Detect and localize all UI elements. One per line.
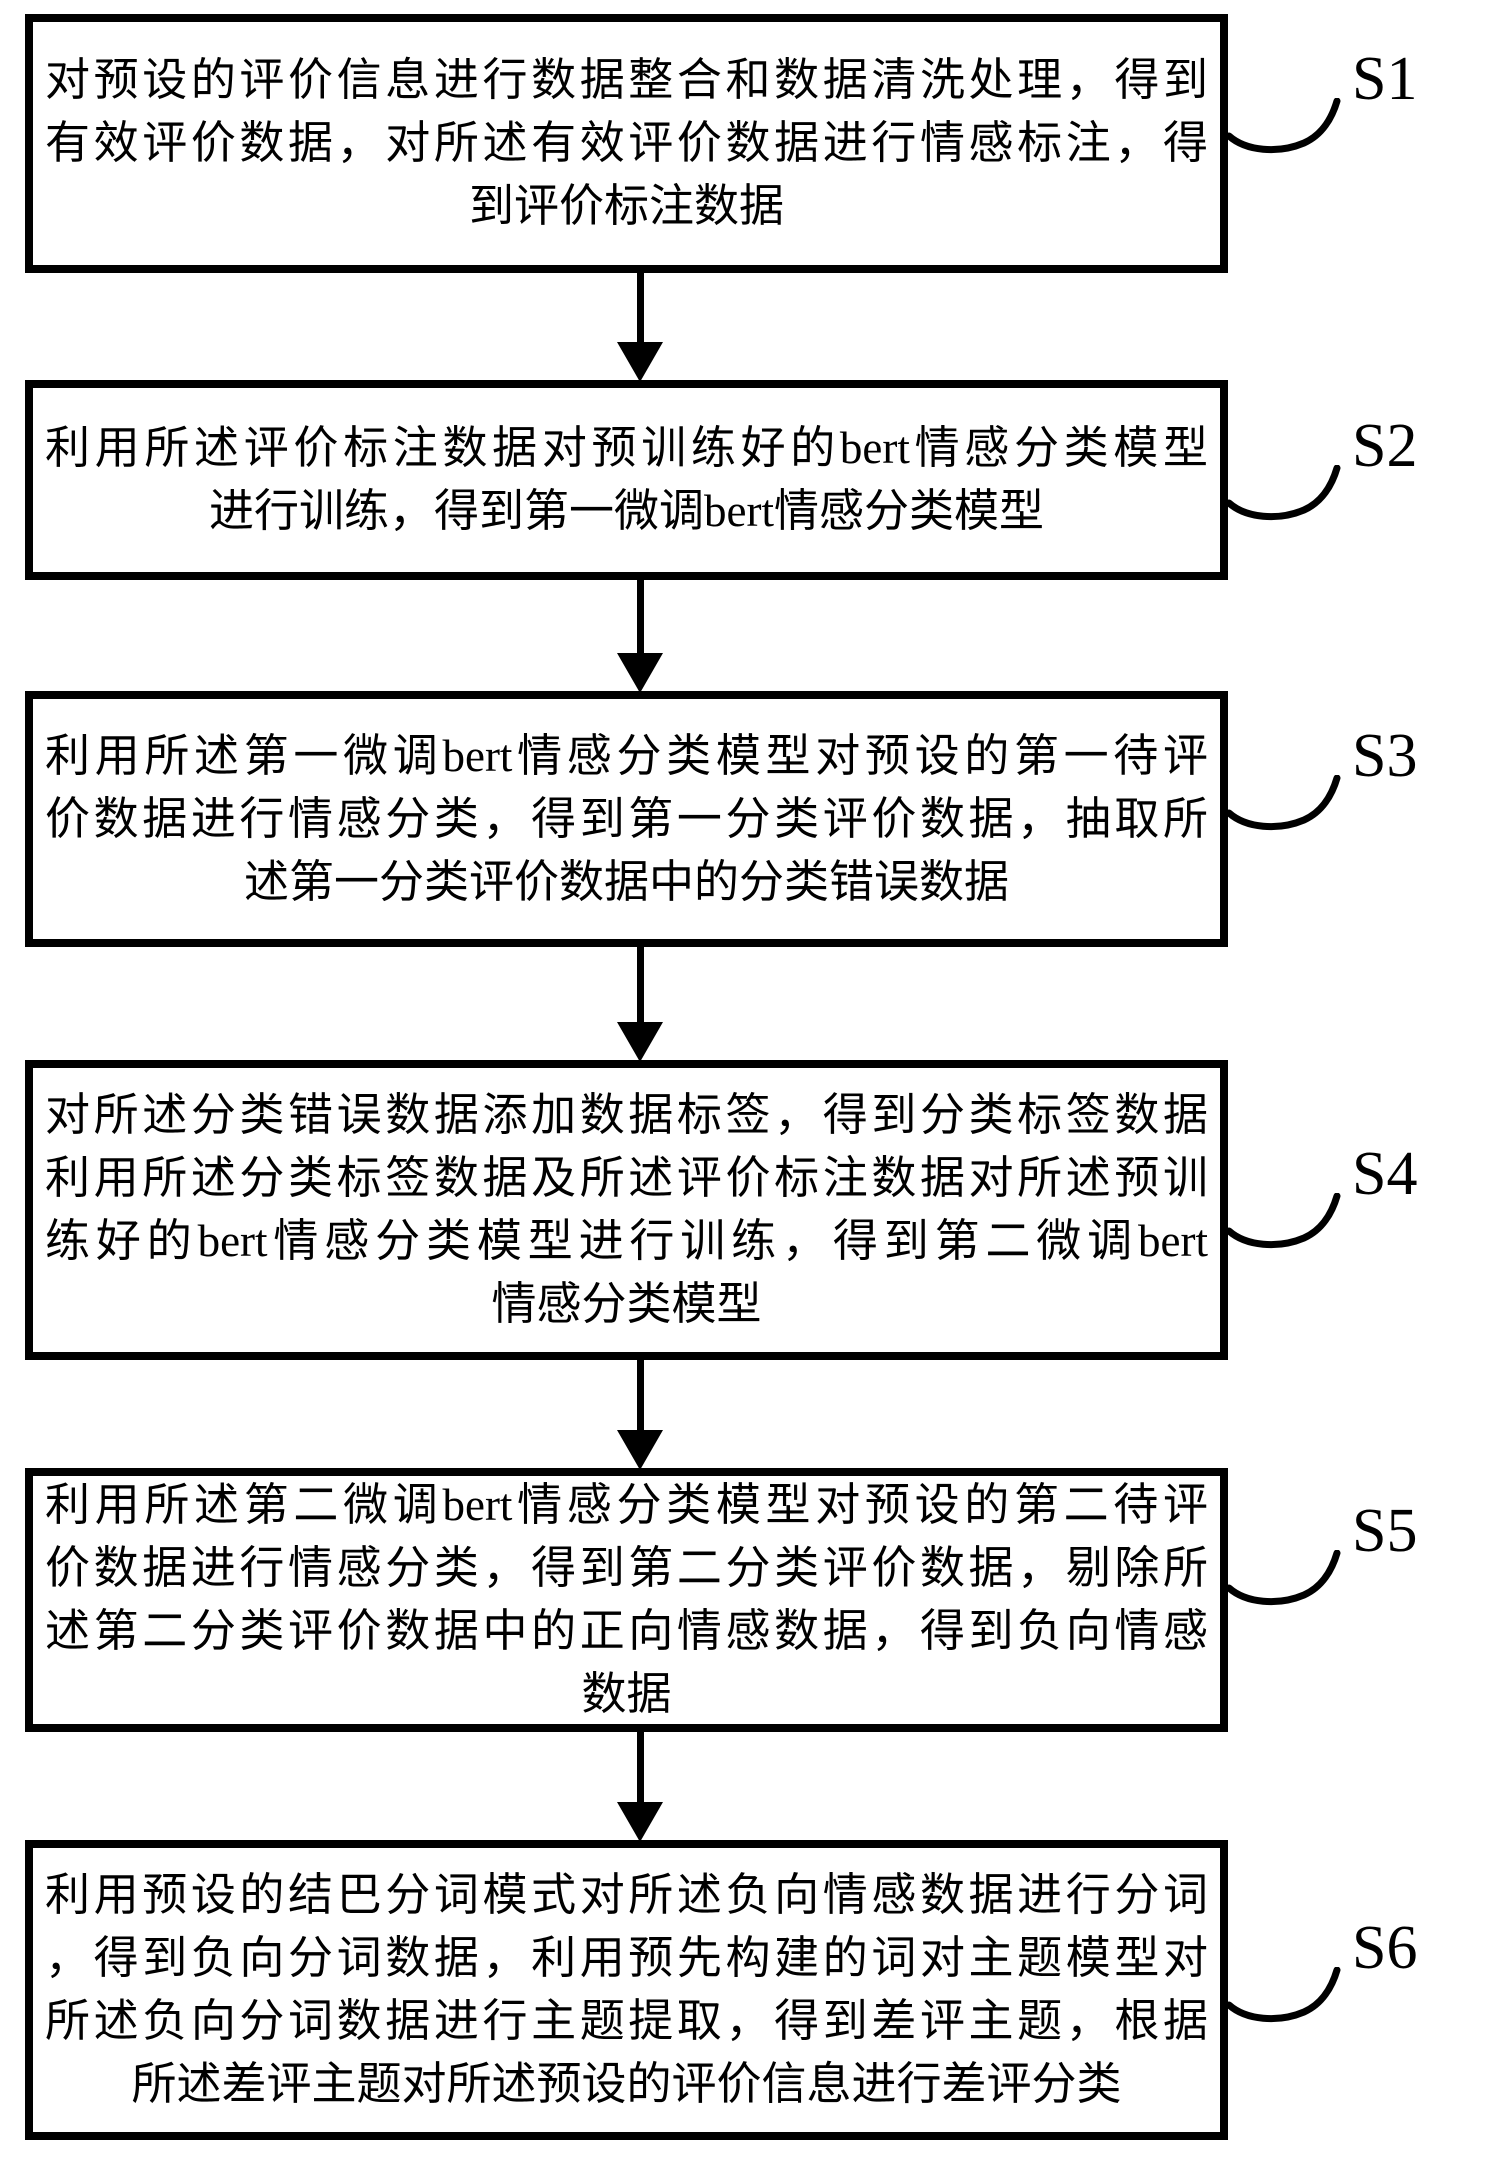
step-label-s1: S1 (1352, 45, 1418, 113)
step-text-line: 利用所述第一微调bert情感分类模型对预设的第一待评 (45, 730, 1208, 781)
step-label-s3: S3 (1352, 722, 1418, 790)
step-text-line: 利用预设的结巴分词模式对所述负向情感数据进行分词 (45, 1870, 1208, 1920)
step-text-line: 述第二分类评价数据中的正向情感数据，得到负向情感 (45, 1606, 1208, 1656)
flow-arrow-shaft (637, 269, 644, 346)
flow-arrow-shaft (637, 576, 644, 657)
step-label-s5: S5 (1352, 1497, 1418, 1565)
step-text-line: 利用所述评价标注数据对预训练好的bert情感分类模型 (45, 423, 1208, 473)
flow-arrow-shaft (637, 1728, 644, 1806)
connector-curve-icon (1226, 1550, 1341, 1606)
step-text-line: 利用所述分类标签数据及所述评价标注数据对所述预训 (45, 1153, 1208, 1203)
connector-curve-icon (1226, 1967, 1341, 2023)
step-label-s2: S2 (1352, 412, 1418, 480)
step-text-line: 练好的bert情感分类模型进行训练，得到第二微调bert (45, 1216, 1208, 1266)
step-text-line: 对预设的评价信息进行数据整合和数据清洗处理，得到 (45, 55, 1208, 105)
arrow-head-icon (617, 342, 663, 382)
connector-curve-icon (1226, 1193, 1341, 1249)
step-text-line: 数据 (581, 1669, 672, 1719)
flow-arrow-shaft (637, 943, 644, 1026)
flow-arrow-shaft (637, 1356, 644, 1434)
step-box-s2: 利用所述评价标注数据对预训练好的bert情感分类模型进行训练，得到第一微调ber… (25, 380, 1228, 580)
connector-curve-icon (1226, 98, 1341, 154)
step-label-s6: S6 (1352, 1914, 1418, 1982)
step-text-line: 价数据进行情感分类，得到第一分类评价数据，抽取所 (45, 793, 1208, 844)
step-box-s1: 对预设的评价信息进行数据整合和数据清洗处理，得到有效评价数据，对所述有效评价数据… (25, 14, 1228, 273)
step-box-s5: 利用所述第二微调bert情感分类模型对预设的第二待评价数据进行情感分类，得到第二… (25, 1468, 1228, 1732)
connector-curve-icon (1226, 775, 1341, 831)
arrow-head-icon (617, 1802, 663, 1842)
step-text-line: 所述负向分词数据进行主题提取，得到差评主题，根据 (45, 1996, 1208, 2046)
connector-curve-icon (1226, 465, 1341, 521)
step-text-line: 进行训练，得到第一微调bert情感分类模型 (209, 486, 1044, 536)
step-box-s4: 对所述分类错误数据添加数据标签，得到分类标签数据利用所述分类标签数据及所述评价标… (25, 1060, 1228, 1360)
step-box-s6: 利用预设的结巴分词模式对所述负向情感数据进行分词 ，得到负向分词数据，利用预先构建… (25, 1840, 1228, 2140)
step-text-line: ，得到负向分词数据，利用预先构建的词对主题模型对 (45, 1933, 1208, 1983)
step-text-line: 情感分类模型 (491, 1279, 762, 1329)
arrow-head-icon (617, 1022, 663, 1062)
arrow-head-icon (617, 1430, 663, 1470)
step-text-line: 述第一分类评价数据中的分类错误数据 (243, 856, 1009, 907)
step-box-s3: 利用所述第一微调bert情感分类模型对预设的第一待评价数据进行情感分类，得到第一… (25, 691, 1228, 947)
step-text-line: 有效评价数据，对所述有效评价数据进行情感标注，得 (45, 118, 1208, 168)
step-text-line: 价数据进行情感分类，得到第二分类评价数据，剔除所 (45, 1543, 1208, 1593)
step-text-line: 利用所述第二微调bert情感分类模型对预设的第二待评 (45, 1480, 1208, 1530)
step-text-line: 到评价标注数据 (468, 181, 784, 231)
step-text-line: 所述差评主题对所述预设的评价信息进行差评分类 (131, 2059, 1122, 2109)
step-text-line: 对所述分类错误数据添加数据标签，得到分类标签数据 (45, 1090, 1208, 1140)
arrow-head-icon (617, 653, 663, 693)
step-label-s4: S4 (1352, 1140, 1418, 1208)
